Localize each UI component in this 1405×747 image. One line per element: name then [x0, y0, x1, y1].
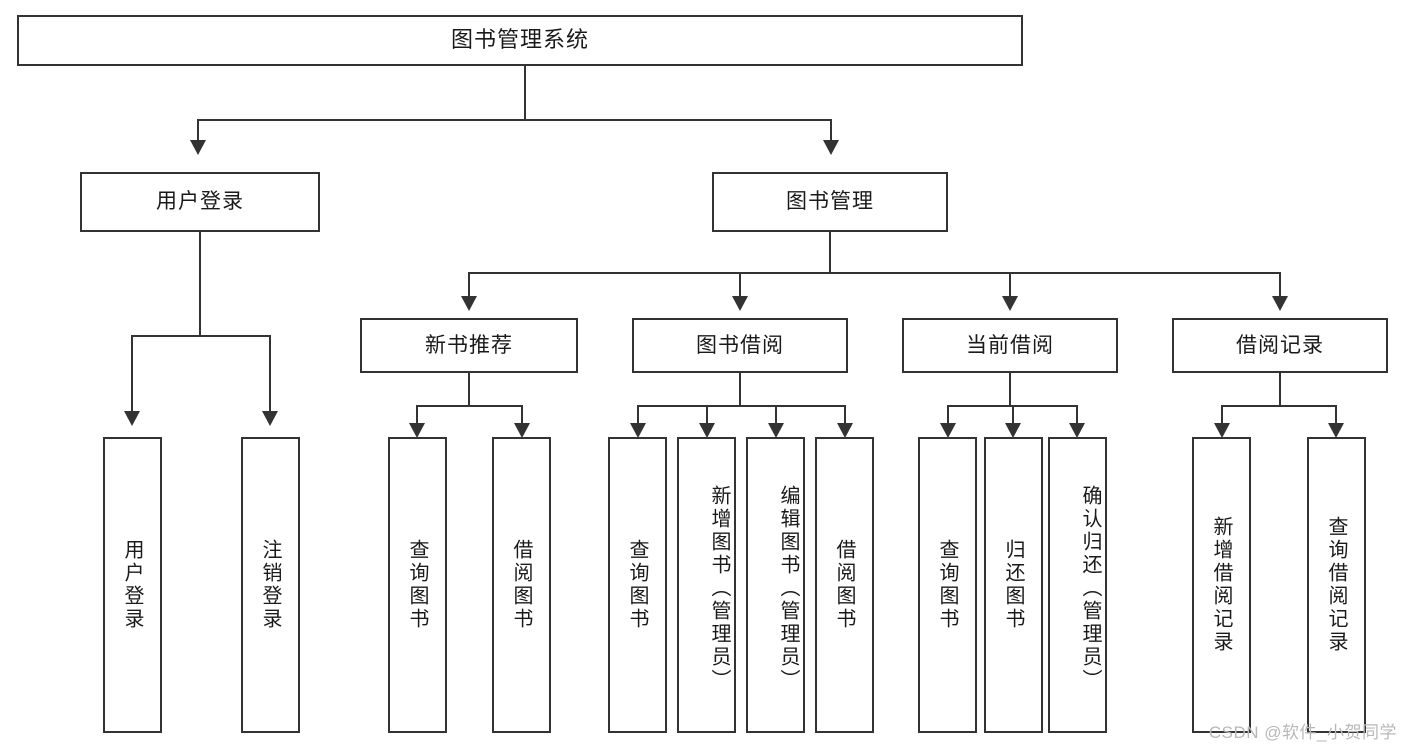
arrow-user-login-to-leaf-1 [124, 411, 140, 426]
arrow-new-book-to-leaf-2 [514, 423, 530, 438]
connector-cb-to-leaf-2 [1012, 405, 1014, 431]
arrow-bb-to-leaf-2 [699, 423, 715, 438]
connector-bm-to-borrow-record [1279, 272, 1281, 302]
node-label: 借阅图书 [833, 539, 855, 631]
leaf-new-book-query-books[interactable]: 查询图书 [388, 437, 447, 733]
node-label: 用户登录 [156, 190, 244, 214]
connector-borrow-record-bus [1221, 405, 1337, 407]
arrow-new-book-to-leaf-1 [409, 423, 425, 438]
arrow-bb-to-leaf-4 [837, 423, 853, 438]
arrow-bb-to-leaf-1 [630, 423, 646, 438]
node-book-management[interactable]: 图书管理 [712, 172, 948, 232]
connector-current-borrow-stem [1009, 373, 1011, 405]
node-borrow-record[interactable]: 借阅记录 [1172, 318, 1388, 373]
arrow-bb-to-leaf-3 [768, 423, 784, 438]
connector-user-login-to-leaf-1 [131, 335, 133, 417]
connector-root-to-user-login [197, 119, 199, 146]
connector-current-borrow-bus [947, 405, 1076, 407]
leaf-user-login-logout[interactable]: 注销登录 [241, 437, 300, 733]
connector-new-book-bus [416, 405, 523, 407]
node-label: 注销登录 [259, 539, 281, 631]
node-label: 当前借阅 [966, 333, 1054, 357]
connector-root-to-book-management [830, 119, 832, 146]
arrow-root-to-user-login [190, 140, 206, 155]
arrow-cb-to-leaf-3 [1069, 423, 1085, 438]
connector-bb-to-leaf-2 [706, 405, 708, 431]
connector-borrow-record-stem [1279, 373, 1281, 405]
leaf-current-borrow-query-books[interactable]: 查询图书 [918, 437, 977, 733]
arrow-bm-to-new-book [461, 296, 477, 311]
arrow-cb-to-leaf-2 [1005, 423, 1021, 438]
node-new-book-recommendation[interactable]: 新书推荐 [360, 318, 578, 373]
connector-new-book-to-leaf-2 [521, 405, 523, 431]
connector-bm-to-current-borrow [1009, 272, 1011, 302]
connector-new-book-to-leaf-1 [416, 405, 418, 431]
connector-cb-to-leaf-1 [947, 405, 949, 431]
node-label: 图书管理系统 [450, 27, 589, 53]
connector-bm-to-new-book [468, 272, 470, 302]
leaf-borrow-record-add-record[interactable]: 新增借阅记录 [1192, 437, 1251, 733]
arrow-bm-to-book-borrow [732, 296, 748, 311]
node-label: 图书借阅 [696, 333, 784, 357]
connector-book-borrow-bus [637, 405, 846, 407]
leaf-book-borrow-borrow-books[interactable]: 借阅图书 [815, 437, 874, 733]
connector-br-to-leaf-2 [1335, 405, 1337, 431]
leaf-borrow-record-query-record[interactable]: 查询借阅记录 [1307, 437, 1366, 733]
arrow-cb-to-leaf-1 [940, 423, 956, 438]
connector-bb-to-leaf-1 [637, 405, 639, 431]
connector-book-borrow-stem [739, 373, 741, 405]
node-label: 查询图书 [936, 539, 958, 631]
connector-root-stem [524, 66, 526, 119]
connector-book-management-stem [829, 232, 831, 272]
arrow-root-to-book-management [823, 140, 839, 155]
node-label: 新增图书（管理员） [708, 484, 730, 692]
node-root-book-management-system[interactable]: 图书管理系统 [17, 15, 1023, 66]
connector-bb-to-leaf-3 [775, 405, 777, 431]
arrow-br-to-leaf-2 [1328, 423, 1344, 438]
connector-root-bus [197, 119, 832, 121]
node-book-borrow[interactable]: 图书借阅 [632, 318, 848, 373]
node-label: 确认归还（管理员） [1079, 484, 1101, 692]
leaf-current-borrow-confirm-return-admin[interactable]: 确认归还（管理员） [1048, 437, 1107, 733]
leaf-book-borrow-add-book-admin[interactable]: 新增图书（管理员） [677, 437, 736, 733]
connector-user-login-stem [199, 232, 201, 335]
node-label: 查询借阅记录 [1325, 516, 1347, 654]
node-label: 归还图书 [1002, 539, 1024, 631]
node-label: 借阅记录 [1236, 333, 1324, 357]
node-label: 新增借阅记录 [1210, 516, 1232, 654]
connector-user-login-to-leaf-2 [269, 335, 271, 417]
connector-new-book-stem [468, 373, 470, 405]
node-label: 查询图书 [406, 539, 428, 631]
node-label: 新书推荐 [425, 333, 513, 357]
node-label: 用户登录 [121, 539, 143, 631]
leaf-current-borrow-return-books[interactable]: 归还图书 [984, 437, 1043, 733]
node-label: 编辑图书（管理员） [777, 484, 799, 692]
connector-book-management-bus [468, 272, 1281, 274]
node-user-login[interactable]: 用户登录 [80, 172, 320, 232]
leaf-user-login-login[interactable]: 用户登录 [103, 437, 162, 733]
node-label: 图书管理 [786, 190, 874, 214]
node-current-borrow[interactable]: 当前借阅 [902, 318, 1118, 373]
arrow-bm-to-current-borrow [1002, 296, 1018, 311]
node-label: 借阅图书 [510, 539, 532, 631]
arrow-br-to-leaf-1 [1214, 423, 1230, 438]
leaf-new-book-borrow-books[interactable]: 借阅图书 [492, 437, 551, 733]
connector-cb-to-leaf-3 [1076, 405, 1078, 431]
connector-bb-to-leaf-4 [844, 405, 846, 431]
leaf-book-borrow-query-books[interactable]: 查询图书 [608, 437, 667, 733]
arrow-bm-to-borrow-record [1272, 296, 1288, 311]
arrow-user-login-to-leaf-2 [262, 411, 278, 426]
connector-br-to-leaf-1 [1221, 405, 1223, 431]
leaf-book-borrow-edit-book-admin[interactable]: 编辑图书（管理员） [746, 437, 805, 733]
connector-bm-to-book-borrow [739, 272, 741, 302]
node-label: 查询图书 [626, 539, 648, 631]
connector-user-login-bus [131, 335, 271, 337]
watermark-text: CSDN @软件_小贺同学 [1208, 723, 1397, 742]
